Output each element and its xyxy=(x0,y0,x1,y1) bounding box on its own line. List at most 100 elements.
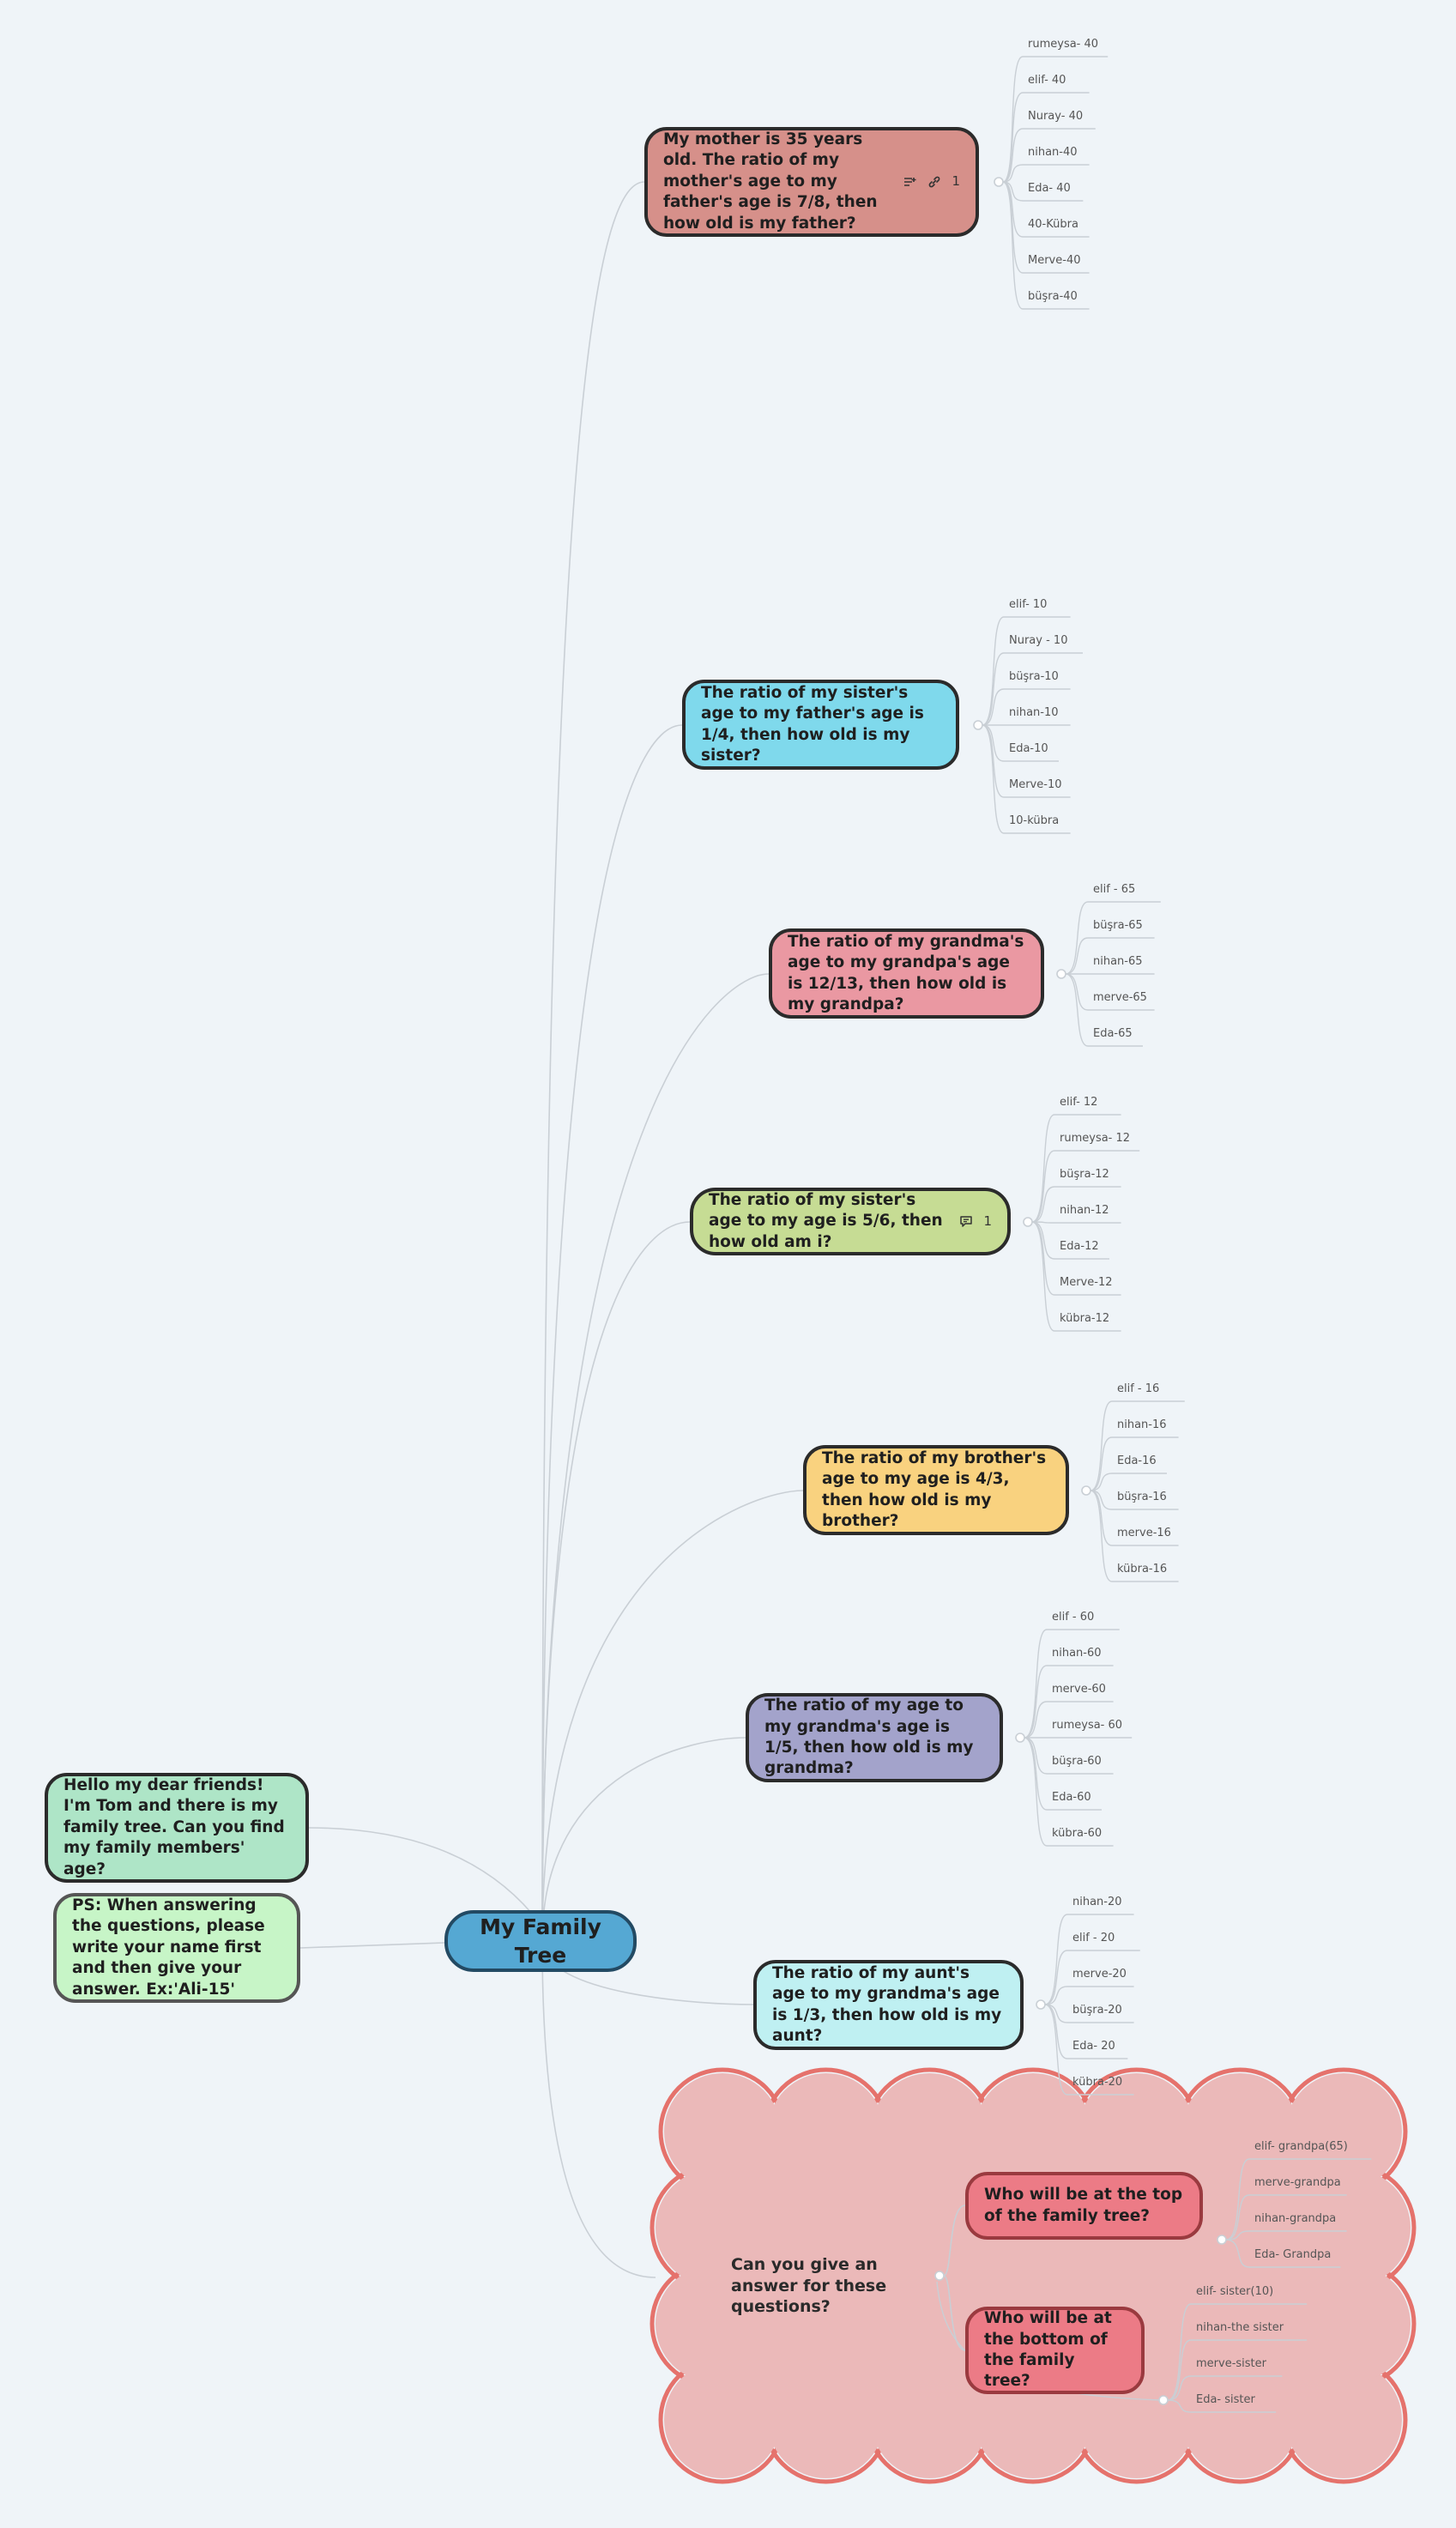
branch-line xyxy=(541,1940,656,2278)
comment-icon[interactable] xyxy=(959,1215,973,1228)
cloud-answer-item[interactable]: merve-sister xyxy=(1196,2357,1266,2370)
answer-item[interactable]: rumeysa- 60 xyxy=(1052,1719,1123,1732)
answer-item[interactable]: Eda-65 xyxy=(1093,1027,1133,1040)
question-node-aunt-age[interactable]: The ratio of my aunt's age to my grandma… xyxy=(753,1960,1024,2050)
question-text: The ratio of my age to my grandma's age … xyxy=(764,1696,974,1778)
leaf-line xyxy=(1002,92,1024,183)
answer-item[interactable]: merve-20 xyxy=(1072,1968,1127,1981)
answer-item[interactable]: büşra-10 xyxy=(1009,670,1059,683)
answer-item[interactable]: elif- 40 xyxy=(1028,74,1066,87)
cloud-question-top[interactable]: Who will be at the top of the family tre… xyxy=(965,2172,1203,2240)
question-node-grandma-age[interactable]: The ratio of my age to my grandma's age … xyxy=(746,1693,1003,1782)
question-node-sister-age[interactable]: The ratio of my sister's age to my fathe… xyxy=(682,680,959,770)
answer-item[interactable]: merve-16 xyxy=(1117,1527,1171,1539)
cloud-answer-item[interactable]: nihan-the sister xyxy=(1196,2321,1284,2334)
leaf-line xyxy=(1090,1490,1113,1510)
leaf-line xyxy=(1225,2230,1250,2241)
leaf-line xyxy=(1225,2194,1250,2241)
question-text: The ratio of my sister's age to my fathe… xyxy=(701,683,924,765)
answer-item[interactable]: Eda-60 xyxy=(1052,1791,1091,1804)
leaf-line xyxy=(1044,1950,1068,2005)
answer-item[interactable]: Merve-40 xyxy=(1028,254,1081,267)
answer-item[interactable]: Eda-12 xyxy=(1060,1240,1099,1253)
answer-item[interactable]: Merve-12 xyxy=(1060,1276,1113,1289)
question-text: The ratio of my aunt's age to my grandma… xyxy=(772,1963,1002,2045)
answer-item[interactable]: büşra-60 xyxy=(1052,1755,1102,1768)
answer-item[interactable]: büşra-16 xyxy=(1117,1491,1167,1503)
notes-icon[interactable] xyxy=(903,176,917,188)
question-text: The ratio of my sister's age to my age i… xyxy=(709,1190,943,1251)
cloud-answer-item[interactable]: Eda- sister xyxy=(1196,2393,1255,2406)
answer-item[interactable]: rumeysa- 40 xyxy=(1028,38,1099,51)
answer-item[interactable]: elif - 20 xyxy=(1072,1932,1115,1944)
collapse-knob xyxy=(1023,1217,1033,1227)
leaf-line xyxy=(1044,1986,1068,2005)
answer-item[interactable]: elif- 12 xyxy=(1060,1096,1098,1109)
answer-item[interactable]: nihan-16 xyxy=(1117,1418,1167,1431)
leaf-line xyxy=(1002,164,1024,183)
question-node-brother-age[interactable]: The ratio of my brother's age to my age … xyxy=(803,1445,1069,1535)
answer-item[interactable]: merve-60 xyxy=(1052,1683,1106,1696)
answer-item[interactable]: elif - 60 xyxy=(1052,1611,1095,1624)
answer-item[interactable]: büşra-20 xyxy=(1072,2004,1122,2017)
branch-line xyxy=(943,2275,966,2351)
leaf-line xyxy=(1065,973,1089,1047)
answer-item[interactable]: 10-kübra xyxy=(1009,814,1060,827)
cloud-answer-item[interactable]: merve-grandpa xyxy=(1254,2176,1341,2189)
answer-item[interactable]: büşra-12 xyxy=(1060,1168,1109,1181)
collapse-knob xyxy=(1015,1733,1025,1743)
collapse-knob xyxy=(1158,2395,1169,2405)
cloud-question-bottom[interactable]: Who will be at the bottom of the family … xyxy=(965,2307,1145,2394)
link-count: 1 xyxy=(952,173,960,190)
answer-item[interactable]: kübra-60 xyxy=(1052,1827,1103,1840)
question-node-my-age[interactable]: The ratio of my sister's age to my age i… xyxy=(690,1188,1011,1255)
answer-item[interactable]: büşra-65 xyxy=(1093,919,1143,932)
leaf-line xyxy=(982,688,1005,726)
cloud-answer-item[interactable]: elif- sister(10) xyxy=(1196,2285,1274,2298)
central-topic[interactable]: My Family Tree xyxy=(444,1910,637,1972)
answer-item[interactable]: kübra-12 xyxy=(1060,1312,1110,1325)
leaf-line xyxy=(1090,1490,1113,1582)
leaf-line xyxy=(1031,1221,1055,1332)
cloud-answer-item[interactable]: elif- grandpa(65) xyxy=(1254,2140,1348,2153)
answer-item[interactable]: elif - 16 xyxy=(1117,1382,1160,1395)
cloud-answer-item[interactable]: Eda- Grandpa xyxy=(1254,2248,1332,2261)
question-node-grandpa-age[interactable]: The ratio of my grandma's age to my gran… xyxy=(769,928,1044,1019)
answer-item[interactable]: Eda- 40 xyxy=(1028,182,1071,195)
link-icon[interactable] xyxy=(927,175,941,189)
leaf-line xyxy=(1002,128,1024,183)
leaf-line xyxy=(1225,2239,1250,2268)
answer-item[interactable]: kübra-16 xyxy=(1117,1563,1168,1575)
answer-item[interactable]: nihan-60 xyxy=(1052,1647,1102,1660)
cloud-answer-item[interactable]: nihan-grandpa xyxy=(1254,2212,1337,2225)
answer-item[interactable]: Merve-10 xyxy=(1009,778,1062,791)
answer-item[interactable]: Eda-10 xyxy=(1009,742,1048,755)
answer-item[interactable]: büşra-40 xyxy=(1028,290,1078,303)
answer-item[interactable]: nihan-40 xyxy=(1028,146,1078,159)
answer-item[interactable]: nihan-10 xyxy=(1009,706,1059,719)
intro-greeting-text: Hello my dear friends! I'm Tom and there… xyxy=(63,1775,285,1878)
question-text: The ratio of my grandma's age to my gran… xyxy=(788,932,1024,1013)
intro-greeting-node[interactable]: Hello my dear friends! I'm Tom and there… xyxy=(45,1773,309,1883)
answer-item[interactable]: Eda- 20 xyxy=(1072,2040,1115,2053)
answer-item[interactable]: 40-Kübra xyxy=(1028,218,1078,231)
answer-item[interactable]: merve-65 xyxy=(1093,991,1147,1004)
branch-line xyxy=(308,1827,533,1914)
answer-item[interactable]: Nuray- 40 xyxy=(1028,110,1084,123)
leaf-line xyxy=(1090,1436,1113,1491)
answer-item[interactable]: Eda-16 xyxy=(1117,1455,1157,1467)
answer-item[interactable]: nihan-65 xyxy=(1093,955,1143,968)
answer-item[interactable]: elif- 10 xyxy=(1009,598,1048,611)
answer-item[interactable]: nihan-20 xyxy=(1072,1896,1122,1908)
answer-item[interactable]: elif - 65 xyxy=(1093,883,1136,896)
intro-instruction-node[interactable]: PS: When answering the questions, please… xyxy=(53,1893,300,2003)
answer-item[interactable]: Nuray - 10 xyxy=(1009,634,1068,647)
answer-item[interactable]: kübra-20 xyxy=(1072,2076,1123,2089)
answer-item[interactable]: rumeysa- 12 xyxy=(1060,1132,1131,1145)
leaf-line xyxy=(982,724,1005,798)
leaf-line xyxy=(1024,1737,1048,1775)
question-node-father-age[interactable]: My mother is 35 years old. The ratio of … xyxy=(644,127,979,237)
leaf-line xyxy=(1225,2158,1250,2241)
answer-item[interactable]: nihan-12 xyxy=(1060,1204,1109,1217)
